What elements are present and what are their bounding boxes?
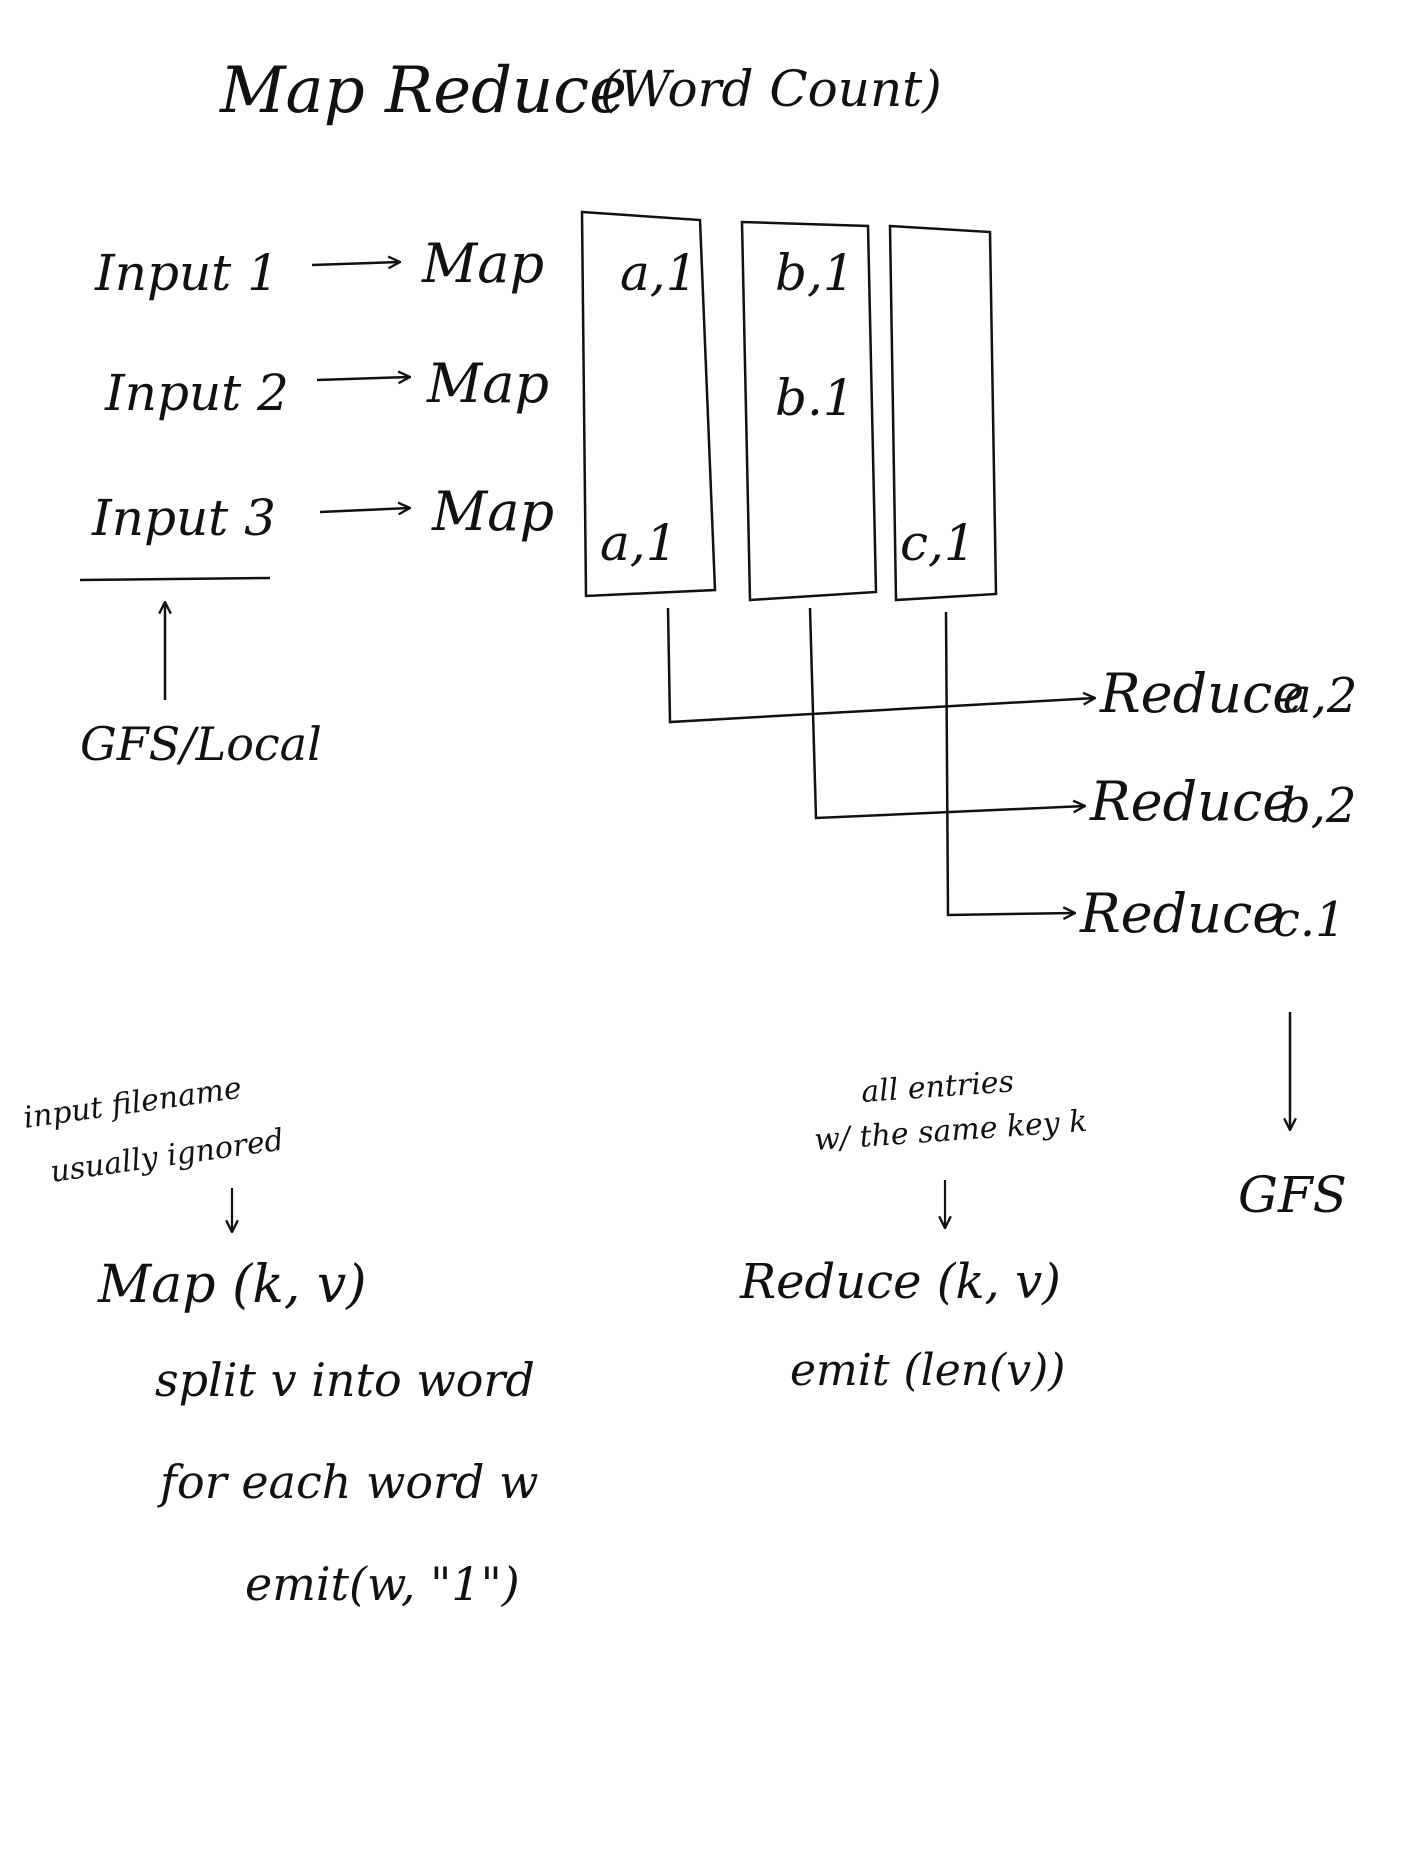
arrow-column-c-to-reduce [944, 611, 1075, 915]
map-label-3: Map [431, 480, 554, 543]
arrow-column-b-to-reduce [808, 607, 1085, 820]
reduce-label-1: Reduce [1099, 662, 1304, 725]
reduce-result-2: b,2 [1280, 778, 1357, 834]
map-label-2: Map [426, 352, 549, 415]
column-b-cell-1: b,1 [775, 244, 855, 302]
input-2-label: Input 2 [104, 364, 289, 422]
map-note-line-1: input filename [21, 1071, 244, 1136]
map-note-line-2: usually ignored [48, 1123, 286, 1190]
diagram-subtitle: (Word Count) [600, 60, 942, 118]
reduce-label-2: Reduce [1089, 770, 1294, 833]
input-3-label: Input 3 [91, 489, 276, 547]
input-1-label: Input 1 [94, 244, 279, 302]
map-code-line-4: emit(w, "1") [245, 1557, 520, 1611]
column-c-cell-3: c,1 [900, 514, 976, 572]
intermediate-column-c [888, 224, 998, 602]
inputs-underline [79, 576, 271, 582]
map-code-line-3: for each word w [157, 1455, 539, 1509]
arrow-input-1-map [311, 262, 400, 265]
reduce-note-line-1: all entries [860, 1064, 1015, 1110]
reduce-result-1: a,2 [1283, 668, 1357, 724]
intermediate-column-a [580, 210, 717, 598]
arrow-input-2-map [316, 377, 410, 380]
reduce-code-line-2: emit (len(v)) [790, 1345, 1065, 1396]
column-a-cell-1: a,1 [620, 244, 698, 302]
map-label-1: Map [421, 232, 544, 295]
map-code-line-1: Map (k, v) [97, 1255, 367, 1315]
arrow-column-a-to-reduce [666, 607, 1095, 724]
reduce-code-line-1: Reduce (k, v) [739, 1254, 1061, 1310]
source-label: GFS/Local [80, 717, 322, 771]
map-code-line-2: split v into word [155, 1353, 535, 1407]
arrow-input-3-map [319, 508, 410, 512]
reduce-note-line-2: w/ the same key k [813, 1104, 1088, 1158]
output-label: GFS [1238, 1166, 1347, 1224]
intermediate-column-b [740, 220, 878, 602]
diagram-title: Map Reduce [219, 54, 627, 128]
column-a-cell-3: a,1 [600, 514, 678, 572]
column-b-cell-2: b.1 [775, 369, 855, 427]
reduce-result-3: c.1 [1273, 892, 1346, 948]
reduce-label-3: Reduce [1079, 882, 1284, 945]
